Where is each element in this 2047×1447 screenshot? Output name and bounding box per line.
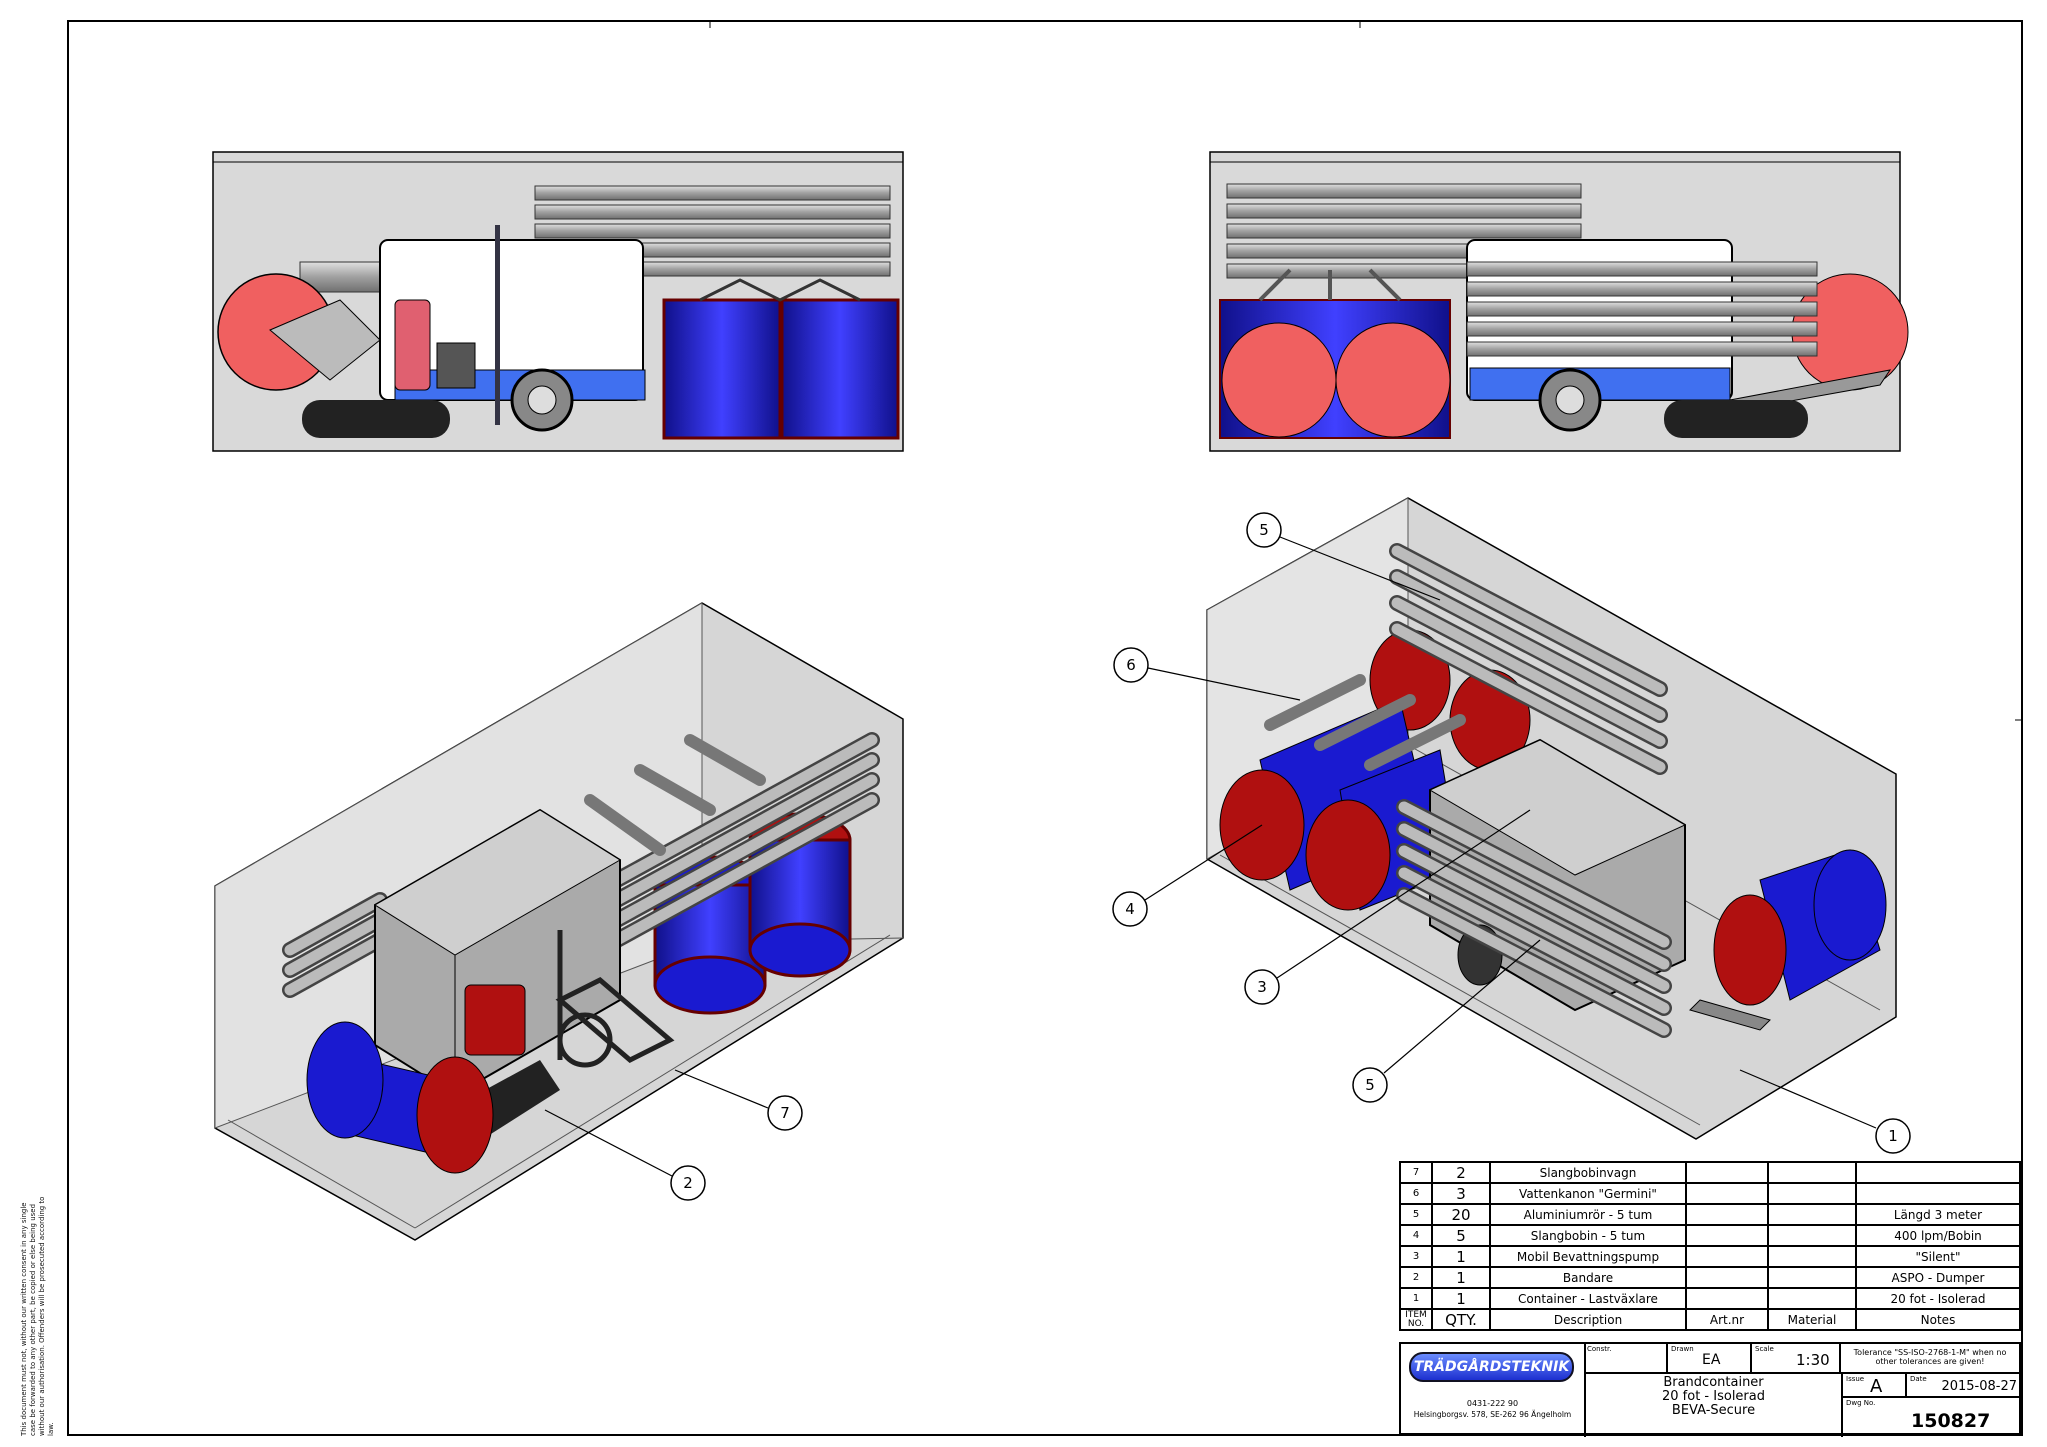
balloon-2: 2 bbox=[670, 1165, 706, 1201]
svg-text:6: 6 bbox=[1126, 656, 1136, 674]
balloon-5: 5 bbox=[1246, 512, 1282, 548]
svg-text:4: 4 bbox=[1125, 900, 1135, 918]
drawn-by: EA bbox=[1702, 1352, 1721, 1368]
date: 2015-08-27 bbox=[1941, 1379, 2017, 1394]
drawing-frame bbox=[67, 20, 2023, 1436]
company-address: Helsingborgsv. 578, SE-262 96 Ängelholm bbox=[1413, 1410, 1572, 1419]
svg-text:2: 2 bbox=[683, 1174, 693, 1192]
company-phone: 0431-222 90 bbox=[1466, 1399, 1519, 1408]
svg-text:5: 5 bbox=[1365, 1076, 1375, 1094]
side-view-right bbox=[1209, 151, 1909, 452]
svg-text:3: 3 bbox=[1257, 978, 1267, 996]
iso-view-right bbox=[1206, 497, 1897, 1140]
drawing-number: 150827 bbox=[1911, 1410, 1991, 1432]
water-cannons bbox=[584, 734, 766, 856]
balloon-7: 7 bbox=[767, 1095, 803, 1131]
svg-text:1: 1 bbox=[1888, 1127, 1898, 1145]
drum-face bbox=[1221, 322, 1337, 438]
balloon-1: 1 bbox=[1875, 1118, 1911, 1154]
water-cannons bbox=[1264, 674, 1466, 771]
scale: 1:30 bbox=[1796, 1351, 1830, 1369]
hose-reel bbox=[306, 1021, 494, 1174]
balloon-5: 5 bbox=[1352, 1067, 1388, 1103]
hose-reel-cart bbox=[555, 930, 675, 1068]
drum-face bbox=[1335, 322, 1451, 438]
drawing-title: Brandcontainer 20 fot - Isolerad BEVA-Se… bbox=[1662, 1375, 1765, 1418]
title-block: TRÄDGÅRDSTEKNIK 0431-222 90 Helsingborgs… bbox=[1399, 1342, 2021, 1437]
hose-reel bbox=[1713, 849, 1887, 1006]
svg-text:5: 5 bbox=[1259, 521, 1269, 539]
hose-drums bbox=[662, 278, 900, 440]
copyright-notice: This document must not, without our writ… bbox=[20, 1196, 55, 1436]
company-logo: TRÄDGÅRDSTEKNIK bbox=[1409, 1352, 1574, 1382]
balloon-3: 3 bbox=[1244, 969, 1280, 1005]
tolerance-note: Tolerance "SS-ISO-2768-1-M" when no othe… bbox=[1841, 1344, 2019, 1374]
side-view-left bbox=[212, 151, 904, 452]
iso-view-left bbox=[214, 602, 904, 1241]
balloon-6: 6 bbox=[1113, 647, 1149, 683]
issue: A bbox=[1870, 1376, 1883, 1397]
balloon-4: 4 bbox=[1112, 891, 1148, 927]
svg-text:7: 7 bbox=[780, 1104, 790, 1122]
